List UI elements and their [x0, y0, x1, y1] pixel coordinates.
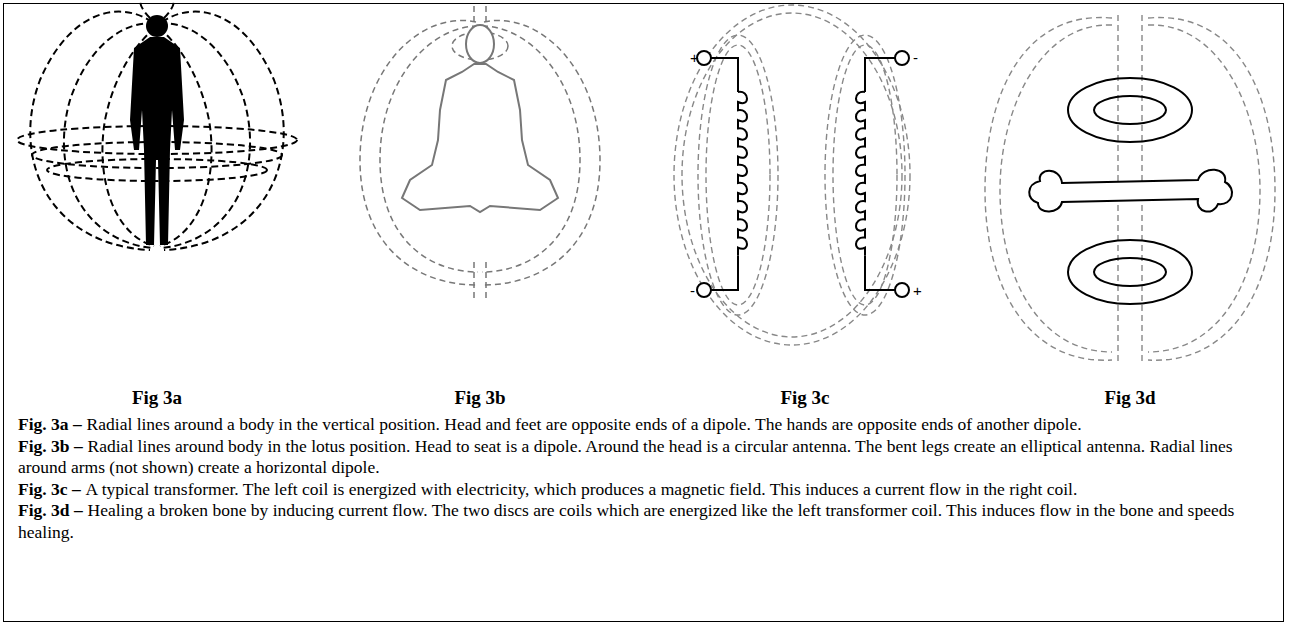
- coil-winding: [856, 92, 865, 256]
- caption-paragraph: Fig. 3a –Radial lines around a body in t…: [18, 414, 1273, 436]
- terminal-sign: +: [913, 283, 922, 298]
- terminal-sign: -: [913, 50, 918, 65]
- caption-head: Fig. 3b –: [18, 436, 83, 456]
- transformer-coils: [697, 51, 909, 297]
- figure-label: Fig 3a: [132, 387, 182, 409]
- caption-block: Fig. 3a –Radial lines around a body in t…: [18, 414, 1273, 544]
- caption-head: Fig. 3c –: [18, 479, 81, 499]
- lotus-outline: [402, 25, 558, 212]
- caption-text: Healing a broken bone by inducing curren…: [18, 500, 1234, 542]
- terminal-sign: +: [690, 50, 699, 65]
- standing-silhouette: [130, 15, 184, 245]
- caption-paragraph: Fig. 3d –Healing a broken bone by induci…: [18, 500, 1273, 543]
- coil-winding: [738, 92, 747, 256]
- caption-paragraph: Fig. 3c –A typical transformer. The left…: [18, 479, 1273, 501]
- caption-text: Radial lines around a body in the vertic…: [87, 414, 1082, 434]
- standing-body-field: [17, 0, 297, 250]
- figure-label: Fig 3b: [454, 387, 505, 409]
- terminal-sign: -: [690, 283, 695, 298]
- caption-text: Radial lines around body in the lotus po…: [18, 436, 1233, 478]
- figure-label: Fig 3c: [780, 387, 829, 409]
- figure-frame: [3, 3, 1284, 622]
- caption-head: Fig. 3a –: [18, 414, 82, 434]
- caption-paragraph: Fig. 3b –Radial lines around body in the…: [18, 436, 1273, 479]
- transformer-field: [674, 5, 910, 345]
- caption-head: Fig. 3d –: [18, 500, 83, 520]
- figure-label: Fig 3d: [1104, 387, 1155, 409]
- bone-field: [985, 15, 1275, 365]
- bone: [1029, 170, 1232, 212]
- lotus-field: [360, 6, 600, 300]
- caption-text: A typical transformer. The left coil is …: [86, 479, 1078, 499]
